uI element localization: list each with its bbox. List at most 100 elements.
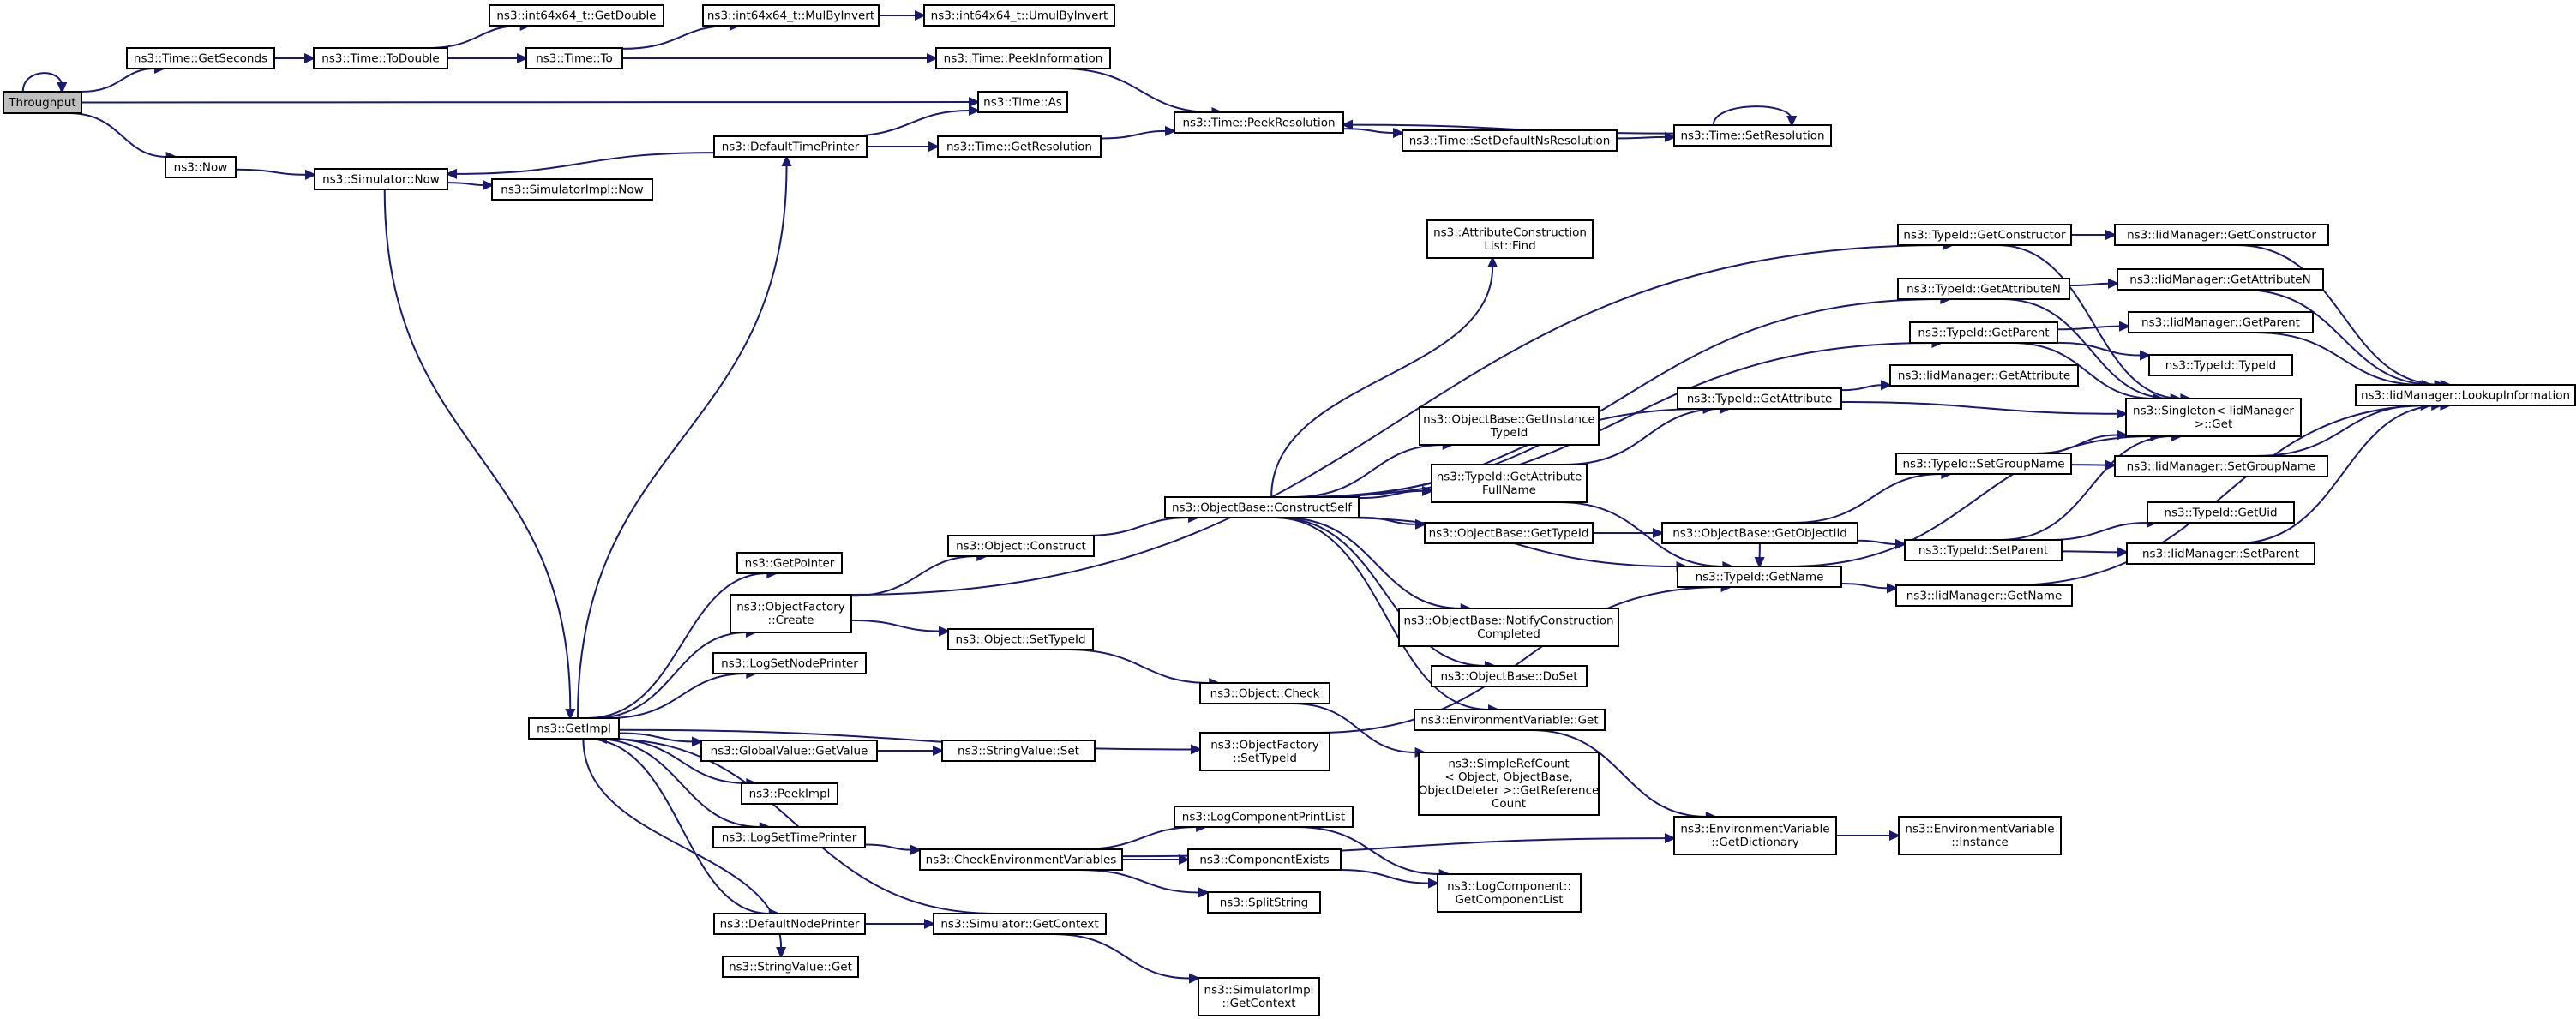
graph-node-typeidgetuid[interactable]: ns3::TypeId::GetUid xyxy=(2147,501,2295,524)
graph-node-simulatornow[interactable]: ns3::Simulator::Now xyxy=(314,168,448,190)
call-edge-peekresolution-to-setdefaultnsres xyxy=(1342,127,1405,139)
node-box xyxy=(1418,752,1600,816)
graph-node-peekinformation[interactable]: ns3::Time::PeekInformation xyxy=(935,47,1111,69)
node-box xyxy=(2148,354,2293,376)
graph-node-iidmgrsetgroupname[interactable]: ns3::IidManager::SetGroupName xyxy=(2114,455,2328,477)
graph-node-getseconds[interactable]: ns3::Time::GetSeconds xyxy=(126,47,275,69)
graph-node-getimpl[interactable]: ns3::GetImpl xyxy=(528,717,620,740)
graph-node-getpointer[interactable]: ns3::GetPointer xyxy=(736,552,843,574)
graph-node-int_getdouble[interactable]: ns3::int64x64_t::GetDouble xyxy=(489,4,664,27)
graph-node-envvargetdict[interactable]: ns3::EnvironmentVariable::GetDictionary xyxy=(1673,816,1837,855)
node-label: ns3::ObjectBase::GetInstance xyxy=(1423,413,1595,427)
node-label: ns3::ObjectBase::GetTypeId xyxy=(1429,526,1589,540)
graph-node-stringvalueget[interactable]: ns3::StringValue::Get xyxy=(722,956,859,978)
graph-node-setresolution[interactable]: ns3::Time::SetResolution xyxy=(1673,124,1832,147)
graph-node-envvarinstance[interactable]: ns3::EnvironmentVariable::Instance xyxy=(1898,816,2062,855)
graph-node-peekresolution[interactable]: ns3::Time::PeekResolution xyxy=(1174,111,1344,134)
node-label: ns3::TypeId::SetParent xyxy=(1918,543,2048,557)
graph-node-componentexists[interactable]: ns3::ComponentExists xyxy=(1187,848,1342,871)
node-label: ns3::TypeId::SetGroupName xyxy=(1902,457,2064,471)
graph-node-typeidsetparent[interactable]: ns3::TypeId::SetParent xyxy=(1904,539,2063,561)
graph-node-stringvalueset[interactable]: ns3::StringValue::Set xyxy=(941,740,1096,762)
graph-node-typeidgetname[interactable]: ns3::TypeId::GetName xyxy=(1677,566,1842,588)
node-label: ns3::PeekImpl xyxy=(749,787,831,800)
graph-node-mulbyinvert[interactable]: ns3::int64x64_t::MulByInvert xyxy=(702,4,880,27)
graph-node-objectconstruct[interactable]: ns3::Object::Construct xyxy=(947,535,1095,557)
call-edge-mulbyinvert-to-umulbyinvert xyxy=(879,9,927,21)
graph-node-typeidtypeid[interactable]: ns3::TypeId::TypeId xyxy=(2148,354,2293,376)
graph-node-iidmgrgetconstructor[interactable]: ns3::IidManager::GetConstructor xyxy=(2114,224,2329,246)
graph-node-typeidgetconstructor[interactable]: ns3::TypeId::GetConstructor xyxy=(1897,224,2072,246)
graph-node-objectfactorycreate[interactable]: ns3::ObjectFactory::Create xyxy=(730,594,852,633)
graph-node-typeidgetattributen[interactable]: ns3::TypeId::GetAttributeN xyxy=(1897,278,2070,300)
graph-node-iidmgrsetparent[interactable]: ns3::IidManager::SetParent xyxy=(2126,542,2315,565)
graph-node-logcompprintlist[interactable]: ns3::LogComponentPrintList xyxy=(1174,806,1354,828)
graph-node-todouble[interactable]: ns3::Time::ToDouble xyxy=(313,47,448,69)
graph-node-ns3now[interactable]: ns3::Now xyxy=(165,156,237,178)
graph-node-simplerefcount[interactable]: ns3::SimpleRefCount< Object, ObjectBase,… xyxy=(1418,752,1600,816)
graph-node-setdefaultnsres[interactable]: ns3::Time::SetDefaultNsResolution xyxy=(1402,129,1618,152)
edge-arrowhead xyxy=(2119,321,2131,332)
node-label: ns3::LogComponent:: xyxy=(1447,880,1571,894)
graph-node-objbasegettypeid[interactable]: ns3::ObjectBase::GetTypeId xyxy=(1424,522,1594,544)
edge-arrowhead xyxy=(1428,878,1440,889)
node-box xyxy=(1889,364,2079,387)
graph-node-time_to[interactable]: ns3::Time::To xyxy=(525,47,623,69)
graph-node-simgetcontext[interactable]: ns3::Simulator::GetContext xyxy=(933,913,1107,935)
edge-line xyxy=(2255,332,2423,386)
graph-node-iidmgrgetattributen[interactable]: ns3::IidManager::GetAttributeN xyxy=(2117,268,2324,291)
graph-node-doset[interactable]: ns3::ObjectBase::DoSet xyxy=(1431,665,1588,687)
graph-node-globalvalueget[interactable]: ns3::GlobalValue::GetValue xyxy=(700,740,878,762)
graph-node-lookupinformation[interactable]: ns3::IidManager::LookupInformation xyxy=(2355,384,2576,406)
graph-node-objfactorysettypeid[interactable]: ns3::ObjectFactory::SetTypeId xyxy=(1199,732,1330,771)
node-box xyxy=(1437,873,1582,913)
graph-node-getresolution[interactable]: ns3::Time::GetResolution xyxy=(937,135,1102,158)
graph-node-notifyconstcompleted[interactable]: ns3::ObjectBase::NotifyConstructionCompl… xyxy=(1398,608,1619,647)
graph-node-splitstring[interactable]: ns3::SplitString xyxy=(1207,891,1321,914)
graph-node-throughput[interactable]: Throughput xyxy=(3,91,82,114)
graph-node-objectsettypeid[interactable]: ns3::Object::SetTypeId xyxy=(947,628,1094,650)
edge-arrowhead xyxy=(1665,833,1677,844)
graph-node-checkenvvars[interactable]: ns3::CheckEnvironmentVariables xyxy=(919,848,1123,871)
node-label: Throughput xyxy=(8,96,75,110)
call-edge-typeidsetparent-to-typeidgetuid xyxy=(2048,517,2159,541)
graph-node-iidmgrgetattribute[interactable]: ns3::IidManager::GetAttribute xyxy=(1889,364,2079,387)
call-edge-globalvalueget-to-stringvalueset xyxy=(876,745,945,757)
edge-arrowhead xyxy=(1393,127,1405,139)
node-box xyxy=(713,135,868,158)
node-label: ns3::Time::As xyxy=(983,95,1062,109)
graph-node-logsettimeprinter[interactable]: ns3::LogSetTimePrinter xyxy=(712,826,866,848)
node-box xyxy=(1431,464,1588,503)
node-label: ns3::CheckEnvironmentVariables xyxy=(926,853,1117,866)
edge-line xyxy=(850,555,978,597)
edge-line xyxy=(1531,729,1707,818)
graph-node-defaulttimeprinter[interactable]: ns3::DefaultTimePrinter xyxy=(713,135,868,158)
graph-node-iidmgrgetparent[interactable]: ns3::IidManager::GetParent xyxy=(2128,311,2314,333)
graph-node-getobjectiid[interactable]: ns3::ObjectBase::GetObjectIid xyxy=(1661,522,1858,544)
graph-node-typeidsetgroupname[interactable]: ns3::TypeId::SetGroupName xyxy=(1895,453,2072,475)
node-label: ::SetTypeId xyxy=(1233,752,1297,765)
graph-node-typeidgetparent[interactable]: ns3::TypeId::GetParent xyxy=(1909,321,2058,344)
graph-node-getcomponentlist[interactable]: ns3::LogComponent::GetComponentList xyxy=(1437,873,1582,913)
node-label: ns3::Time::SetResolution xyxy=(1680,129,1824,142)
graph-node-peekimpl[interactable]: ns3::PeekImpl xyxy=(741,782,838,805)
graph-node-simimplgetcontext[interactable]: ns3::SimulatorImpl::GetContext xyxy=(1198,977,1320,1016)
graph-node-logsetnodeprinter[interactable]: ns3::LogSetNodePrinter xyxy=(712,652,867,674)
graph-node-iidmgrgetname[interactable]: ns3::IidManager::GetName xyxy=(1895,584,2073,607)
graph-node-typeidgetattribute[interactable]: ns3::TypeId::GetAttribute xyxy=(1677,387,1842,410)
graph-node-umulbyinvert[interactable]: ns3::int64x64_t::UmulByInvert xyxy=(923,4,1115,27)
graph-node-singletonget[interactable]: ns3::Singleton< IidManager>::Get xyxy=(2125,398,2302,437)
graph-node-simulatorimplnow[interactable]: ns3::SimulatorImpl::Now xyxy=(491,178,653,201)
edge-line xyxy=(2002,298,2171,399)
edge-arrowhead xyxy=(2108,278,2120,289)
graph-node-time_as[interactable]: ns3::Time::As xyxy=(977,91,1068,113)
node-box xyxy=(919,848,1123,871)
graph-node-defaultnodeprinter[interactable]: ns3::DefaultNodePrinter xyxy=(713,913,866,935)
graph-node-constructself[interactable]: ns3::ObjectBase::ConstructSelf xyxy=(1164,496,1360,518)
node-box xyxy=(933,913,1107,935)
graph-node-objectcheck[interactable]: ns3::Object::Check xyxy=(1199,682,1330,704)
graph-node-envvarget[interactable]: ns3::EnvironmentVariable::Get xyxy=(1414,709,1606,731)
